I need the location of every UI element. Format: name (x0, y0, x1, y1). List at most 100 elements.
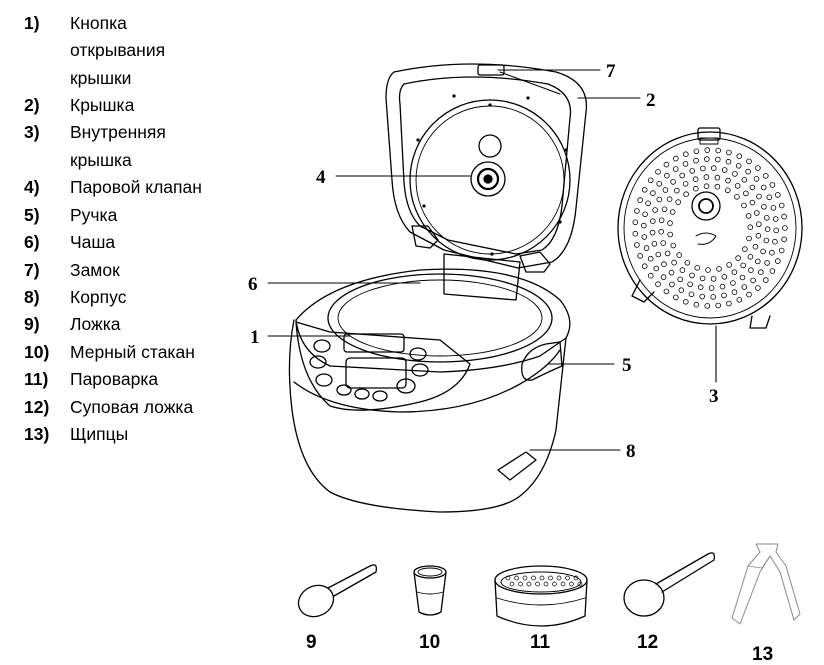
accessory-10: 10 (419, 632, 440, 653)
perforation-hole (769, 249, 775, 256)
perforation-hole (682, 298, 689, 305)
perforation-hole (677, 276, 683, 283)
perforation-hole (732, 171, 738, 177)
legend-number: 8) (24, 287, 40, 308)
perforation-hole (742, 246, 748, 252)
perforation-hole (704, 147, 711, 153)
perforation-hole (721, 292, 727, 299)
callout-6: 6 (248, 274, 258, 295)
perforation-hole (721, 167, 728, 173)
perforation-hole (781, 236, 787, 243)
legend-label: Кнопка открывания крышки (70, 13, 166, 88)
perforation-hole (704, 303, 711, 309)
legend-label: Ручка (70, 204, 118, 225)
perforation-hole (734, 194, 740, 200)
legend-item-8: 8) Корпус (24, 284, 234, 311)
perforation-hole (692, 176, 699, 183)
legend-number: 5) (24, 204, 40, 225)
perforation-hole (743, 190, 749, 197)
perforation-hole (762, 173, 769, 179)
perforation-hole (772, 238, 778, 245)
perforation-hole (632, 219, 639, 226)
perforation-hole (700, 165, 706, 172)
perforation-hole (753, 176, 760, 182)
perforation-hole (710, 276, 717, 282)
perforation-hole (766, 194, 773, 201)
perforation-hole (656, 196, 663, 203)
perforation-hole (641, 263, 648, 270)
perforation-hole (735, 163, 742, 169)
perforation-hole (741, 202, 747, 209)
perforation-hole (637, 253, 643, 259)
display (345, 357, 407, 389)
perforation-hole (746, 158, 752, 165)
callout-lines (267, 69, 717, 451)
perforation-hole (740, 262, 746, 269)
perforation-hole (694, 264, 700, 271)
legend-number: 6) (24, 232, 40, 253)
legend-item-10: 10) Мерный стакан (24, 339, 234, 366)
perforation-hole (710, 165, 717, 171)
perforation-hole (679, 267, 686, 273)
legend-label: Внутренняя крышка (70, 122, 166, 170)
perforation-hole (731, 269, 738, 276)
legend-label: Замок (70, 259, 120, 280)
accessory-11: 11 (530, 632, 551, 653)
perforation-hole (735, 255, 741, 261)
legend-number: 9) (24, 314, 40, 335)
perforation-hole (647, 272, 654, 279)
perforation-hole (637, 197, 643, 203)
perforation-hole (693, 148, 700, 155)
parts-legend: 1) Кнопка открывания крышки 2) Крышка 3)… (24, 10, 234, 448)
steamer-hole (514, 575, 519, 581)
legend-number: 12) (24, 396, 50, 417)
perforation-hole (667, 231, 673, 238)
legend-item-7: 7) Замок (24, 257, 234, 284)
perforation-hole (746, 291, 752, 298)
perforation-hole (755, 232, 762, 239)
steamer-hole (569, 581, 574, 587)
callout-8: 8 (626, 441, 636, 462)
perforation-hole (714, 183, 721, 190)
legend-item-1: 1) Кнопка открывания крышки (24, 10, 234, 92)
perforation-hole (645, 200, 651, 207)
perforation-hole (755, 221, 762, 228)
perforation-hole (756, 193, 762, 200)
perforation-hole (672, 166, 679, 172)
perforation-hole (760, 184, 767, 191)
steamer-hole (556, 575, 562, 581)
legend-label: Крышка (70, 95, 135, 115)
perforation-hole (749, 184, 756, 191)
perforation-hole (634, 242, 640, 248)
perforation-hole (730, 280, 736, 286)
perforation-hole (664, 172, 670, 179)
perforation-hole (632, 230, 639, 237)
perforation-hole (703, 183, 710, 190)
perforation-hole (675, 199, 681, 205)
perforation-hole (689, 168, 695, 174)
perforation-hole (750, 277, 756, 284)
perforation-hole (760, 248, 766, 255)
perforation-hole (748, 267, 754, 274)
legend-label: Корпус (70, 287, 127, 308)
perforation-hole (781, 213, 787, 220)
perforation-hole (679, 172, 685, 179)
cooker-body (288, 253, 571, 513)
perforation-hole (660, 240, 666, 246)
perforation-hole (650, 190, 656, 196)
perforation-hole (688, 291, 695, 298)
perforation-hole (753, 210, 760, 216)
perforation-hole (683, 191, 689, 198)
lid-sensor (478, 134, 502, 158)
legend-label: Мерный стакан (70, 341, 195, 362)
perforation-hole (755, 165, 761, 171)
perforation-hole (673, 187, 680, 194)
soup-ladle (623, 552, 716, 617)
perforation-hole (658, 217, 665, 224)
perforation-hole (689, 272, 695, 279)
perforation-hole (669, 209, 676, 215)
steam-valve (470, 161, 506, 197)
perforation-hole (641, 187, 648, 193)
steamer-hole (522, 575, 528, 581)
